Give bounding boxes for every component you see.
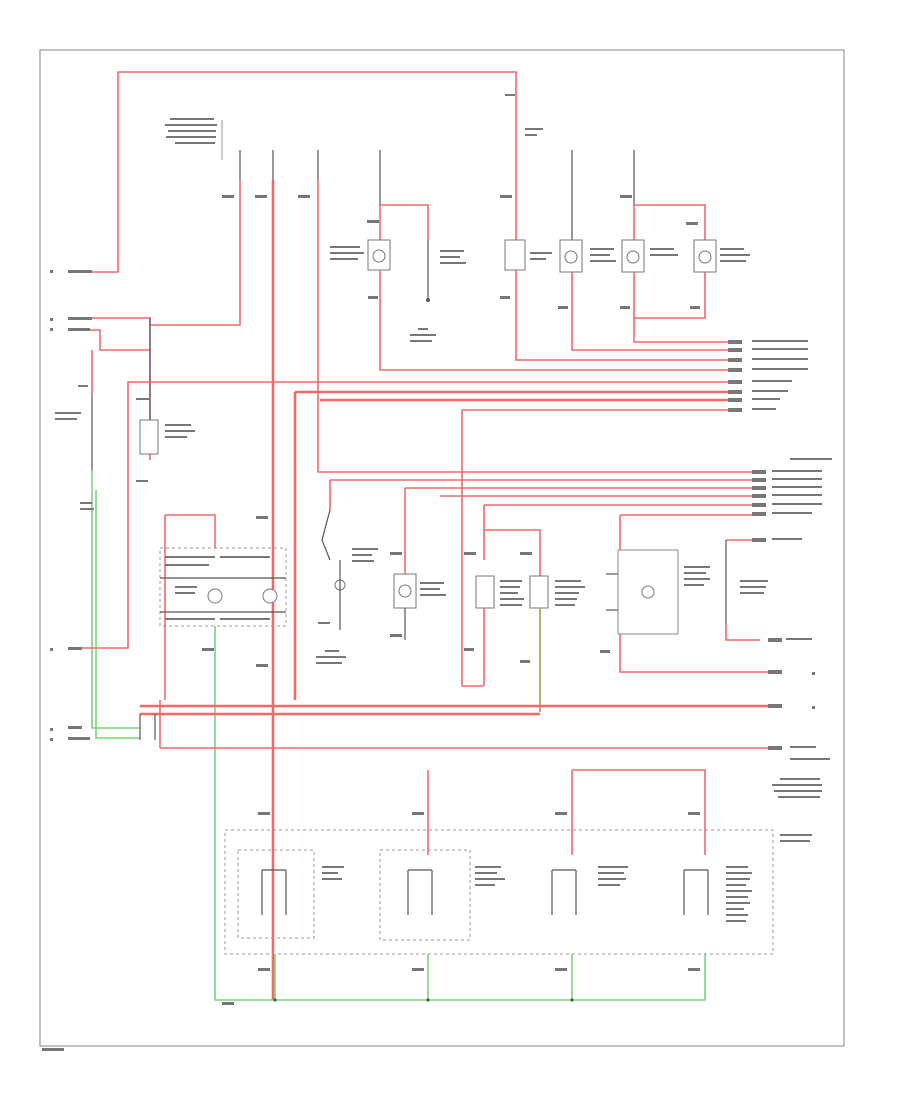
upper-switch-group bbox=[330, 150, 740, 371]
bottom-switch-panel bbox=[222, 769, 812, 1005]
lower-right-note bbox=[772, 778, 822, 798]
right-bus-upper bbox=[293, 340, 808, 700]
diagram-frame bbox=[39, 49, 845, 1047]
middle-relay-pair bbox=[464, 529, 585, 712]
right-bus-middle bbox=[329, 458, 832, 560]
top-feed-wire bbox=[70, 71, 740, 361]
upper-lamp-2 bbox=[621, 150, 750, 343]
middle-switch bbox=[316, 509, 378, 664]
left-relay bbox=[55, 385, 195, 510]
lower-bus bbox=[139, 634, 830, 760]
bottom-ground-wires bbox=[273, 954, 706, 1002]
left-connector-stubs bbox=[50, 270, 92, 741]
right-diode bbox=[725, 538, 812, 642]
upper-lamp-1 bbox=[559, 150, 740, 351]
left-side-wires bbox=[70, 317, 740, 739]
combination-meter-box bbox=[159, 514, 287, 1001]
top-vertical-drops bbox=[150, 150, 760, 1000]
middle-lamp bbox=[390, 520, 446, 640]
top-left-label-block bbox=[165, 118, 223, 160]
page-label-mark bbox=[42, 1048, 64, 1051]
top-connector-labels bbox=[222, 195, 700, 309]
right-unit-box bbox=[600, 549, 710, 653]
upper-right-switch bbox=[504, 94, 552, 271]
